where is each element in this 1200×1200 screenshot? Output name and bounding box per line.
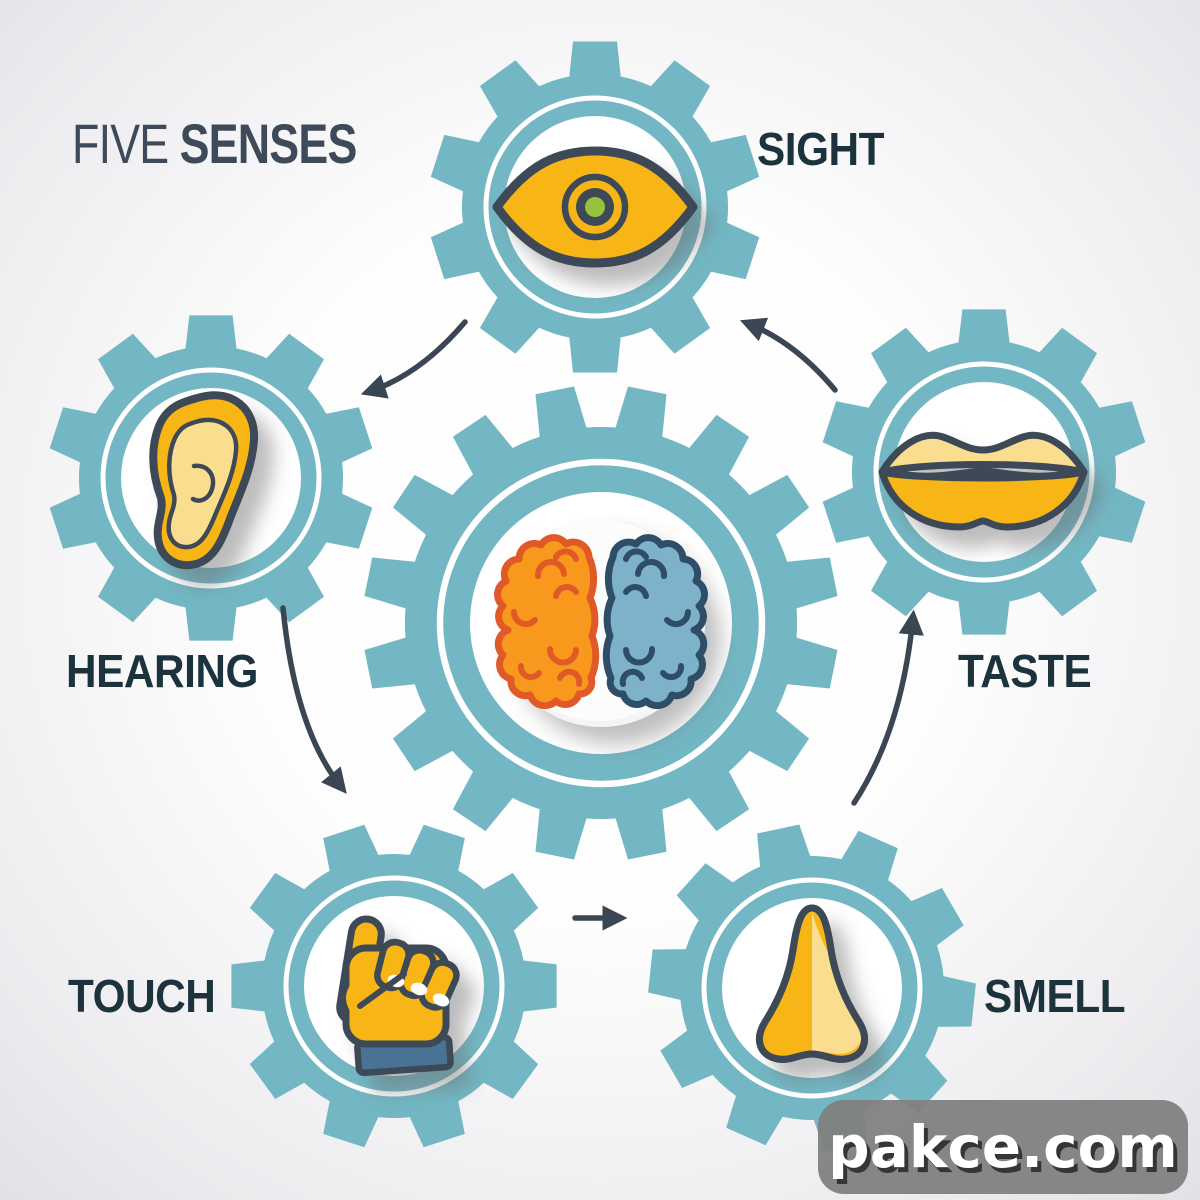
title-word-senses: SENSES [179,112,358,175]
eye-icon [492,146,698,268]
watermark-badge: pakce.com [818,1100,1188,1194]
brain-icon [494,519,708,727]
lips-icon [878,431,1088,531]
title-word-five: FIVE [72,112,169,175]
label-taste: TASTE [958,645,1092,697]
flow-arrows [280,317,924,931]
label-sight: SIGHT [757,123,885,175]
label-smell: SMELL [984,970,1126,1022]
label-touch: TOUCH [68,970,216,1022]
nose-icon [756,904,868,1063]
watermark-text: pakce.com [828,1113,1178,1181]
hand-icon [336,915,460,1077]
label-hearing: HEARING [66,645,258,697]
ear-icon [149,391,259,570]
